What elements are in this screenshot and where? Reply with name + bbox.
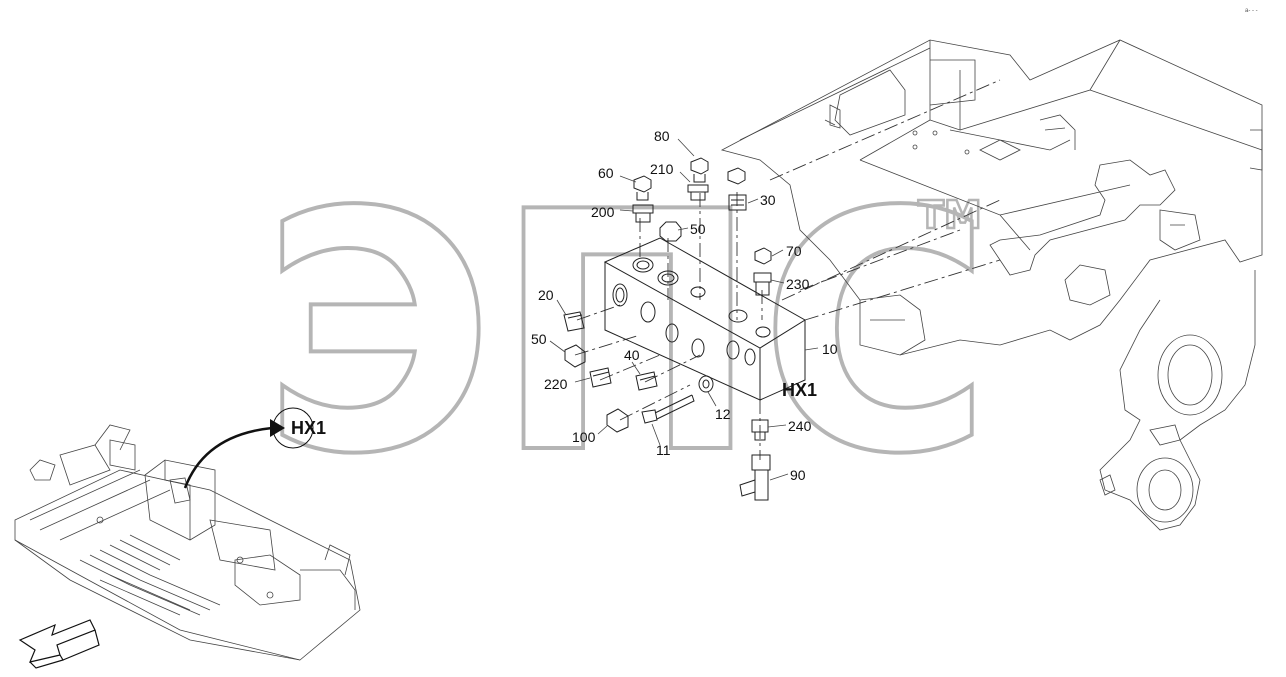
assembly-centerlines (574, 79, 1001, 460)
callout-200: 200 (591, 204, 615, 220)
hx1-overview-label: HX1 (291, 418, 326, 438)
callout-90: 90 (790, 467, 806, 483)
machine-overview (14, 424, 361, 661)
watermark-tm: TM (918, 193, 982, 237)
callout-30: 30 (760, 192, 776, 208)
watermark-text: ЭПС (262, 142, 992, 526)
callout-20: 20 (538, 287, 554, 303)
callout-40: 40 (624, 347, 640, 363)
callout-220: 220 (544, 376, 568, 392)
callout-70: 70 (786, 243, 802, 259)
machine-frame (720, 39, 1263, 531)
callout-100: 100 (572, 429, 596, 445)
valve-block (603, 237, 806, 401)
callout-240: 240 (788, 418, 812, 434)
callout-12: 12 (715, 406, 731, 422)
direction-arrow (18, 619, 100, 669)
callout-60: 60 (598, 165, 614, 181)
callout-labels: 80 60 210 200 50 30 70 230 20 50 40 220 … (531, 128, 838, 483)
callout-80: 80 (654, 128, 670, 144)
callout-50-top: 50 (690, 221, 706, 237)
leader-lines (549, 138, 819, 481)
corner-mark: a- - - (1245, 8, 1258, 14)
callout-50-side: 50 (531, 331, 547, 347)
callout-210: 210 (650, 161, 674, 177)
hx1-block-label: HX1 (782, 380, 817, 400)
callout-230: 230 (786, 276, 810, 292)
callout-10: 10 (822, 341, 838, 357)
fittings (563, 157, 772, 501)
callout-11: 11 (656, 442, 671, 458)
hx1-overview-callout: HX1 (272, 407, 326, 449)
watermark: ЭПС TM (260, 140, 994, 528)
